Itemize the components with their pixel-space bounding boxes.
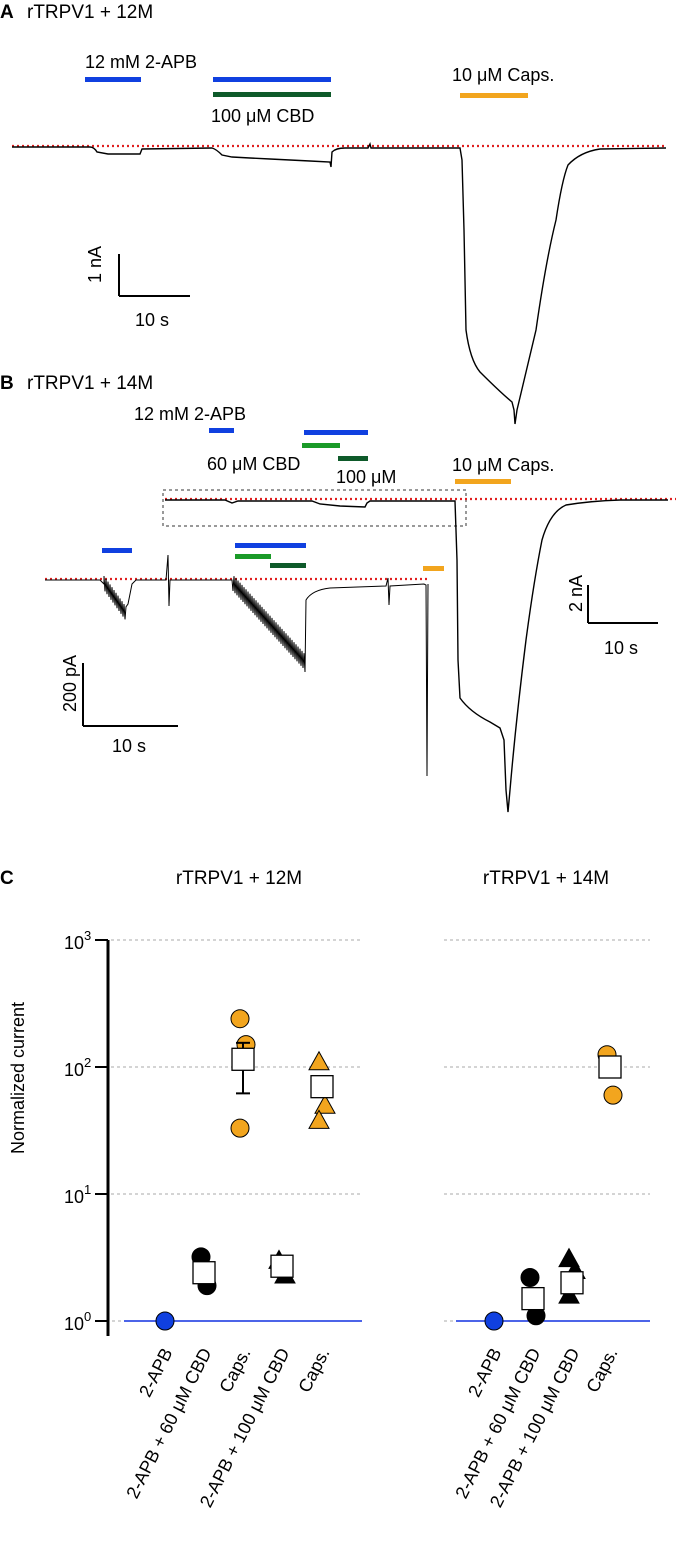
chart-marks bbox=[155, 1009, 623, 1331]
mean-square bbox=[231, 1047, 255, 1071]
panel-b-title: rTRPV1 + 14M bbox=[27, 373, 153, 394]
panel-b-inset-cbd100-bar bbox=[270, 563, 306, 568]
x-tick-label: Caps. bbox=[294, 1345, 333, 1396]
x-tick-label: 2-APB bbox=[135, 1345, 176, 1400]
panel-b: B rTRPV1 + 14M 12 mM 2-APB 60 μM CBD 100… bbox=[0, 373, 676, 813]
mean-square bbox=[192, 1261, 216, 1285]
data-point-triangle bbox=[314, 1094, 336, 1114]
data-point-circle bbox=[230, 1009, 250, 1029]
panel-b-inset-cbd60-bar bbox=[235, 554, 271, 559]
chart-y-axis-label: Normalized current bbox=[8, 1002, 28, 1154]
panel-a-caps-label: 10 μM Caps. bbox=[452, 65, 554, 85]
panel-c-letter: C bbox=[0, 868, 14, 889]
panel-b-zoom-box bbox=[162, 489, 467, 527]
panel-b-caps-label: 10 μM Caps. bbox=[452, 455, 554, 475]
panel-b-cbd60-label: 60 μM CBD bbox=[207, 454, 300, 474]
y-tick-label: 102 bbox=[64, 1055, 91, 1080]
x-tick-label: Caps. bbox=[215, 1345, 254, 1396]
panel-b-main-scale-y-label: 2 nA bbox=[566, 575, 586, 612]
panel-a-cbd-label: 100 μM CBD bbox=[211, 106, 314, 126]
mean-square bbox=[310, 1075, 334, 1099]
panel-b-apb-bar bbox=[209, 428, 234, 433]
panel-a-apb-bar bbox=[85, 77, 141, 82]
panel-b-inset-scale-y-label: 200 pA bbox=[60, 655, 80, 712]
inset-trace-path bbox=[45, 554, 429, 777]
panel-b-caps-bar bbox=[455, 479, 511, 484]
data-point-circle bbox=[520, 1268, 540, 1288]
panel-a-caps-bar bbox=[460, 93, 528, 98]
chart-14m-title: rTRPV1 + 14M bbox=[483, 868, 609, 889]
data-point-triangle bbox=[308, 1050, 330, 1071]
panel-b-cbd60-bar bbox=[302, 443, 340, 448]
panel-a-cbd-apb-bar bbox=[213, 77, 331, 82]
x-tick-label: Caps. bbox=[582, 1345, 621, 1396]
mean-square bbox=[560, 1271, 584, 1295]
panel-b-inset-scale-x-label: 10 s bbox=[112, 736, 146, 756]
y-tick-label: 101 bbox=[64, 1182, 91, 1207]
panel-b-main-scale-x-label: 10 s bbox=[604, 638, 638, 658]
panel-b-cbd100-label: 100 μM bbox=[336, 467, 396, 487]
data-point-circle bbox=[230, 1118, 250, 1138]
data-point-circle bbox=[155, 1311, 175, 1331]
panel-c: C rTRPV1 + 12M rTRPV1 + 14M Normalized c… bbox=[0, 868, 650, 1511]
panel-b-inset-trace bbox=[45, 554, 429, 777]
panel-b-letter: B bbox=[0, 373, 14, 394]
panel-a-scale-x-label: 10 s bbox=[135, 310, 169, 330]
panel-b-main-trace bbox=[165, 499, 668, 813]
data-point-circle bbox=[484, 1311, 504, 1331]
data-point-triangle bbox=[308, 1109, 330, 1129]
panel-b-apb-label: 12 mM 2-APB bbox=[134, 404, 246, 424]
panel-a: A rTRPV1 + 12M 12 mM 2-APB 100 μM CBD 10… bbox=[0, 2, 667, 425]
panel-a-title: rTRPV1 + 12M bbox=[27, 2, 153, 23]
x-tick-label: 2-APB bbox=[464, 1345, 505, 1400]
mean-square bbox=[270, 1254, 294, 1278]
panel-b-inset-caps-bar bbox=[423, 566, 444, 571]
panel-b-cbd100-bar bbox=[338, 456, 368, 461]
data-point-circle bbox=[603, 1085, 623, 1105]
panel-b-inset-cbd-apb-bar bbox=[235, 543, 306, 548]
panel-a-current-trace bbox=[12, 141, 667, 425]
mean-square bbox=[598, 1055, 622, 1079]
chart-y-ticks: 103 102 101 100 bbox=[64, 928, 108, 1334]
y-tick-label: 103 bbox=[64, 928, 91, 953]
chart-12m-title: rTRPV1 + 12M bbox=[176, 868, 302, 889]
mean-square bbox=[521, 1286, 545, 1311]
panel-b-cbd-apb-bar bbox=[304, 430, 368, 435]
chart-gridlines bbox=[111, 939, 650, 1322]
panel-a-scale-y-label: 1 nA bbox=[85, 246, 105, 283]
panel-b-inset-apb-bar bbox=[102, 548, 132, 553]
panel-a-apb-label: 12 mM 2-APB bbox=[85, 52, 197, 72]
panel-a-letter: A bbox=[0, 2, 14, 23]
y-tick-label: 100 bbox=[64, 1309, 91, 1334]
panel-a-cbd-bar bbox=[213, 92, 331, 97]
